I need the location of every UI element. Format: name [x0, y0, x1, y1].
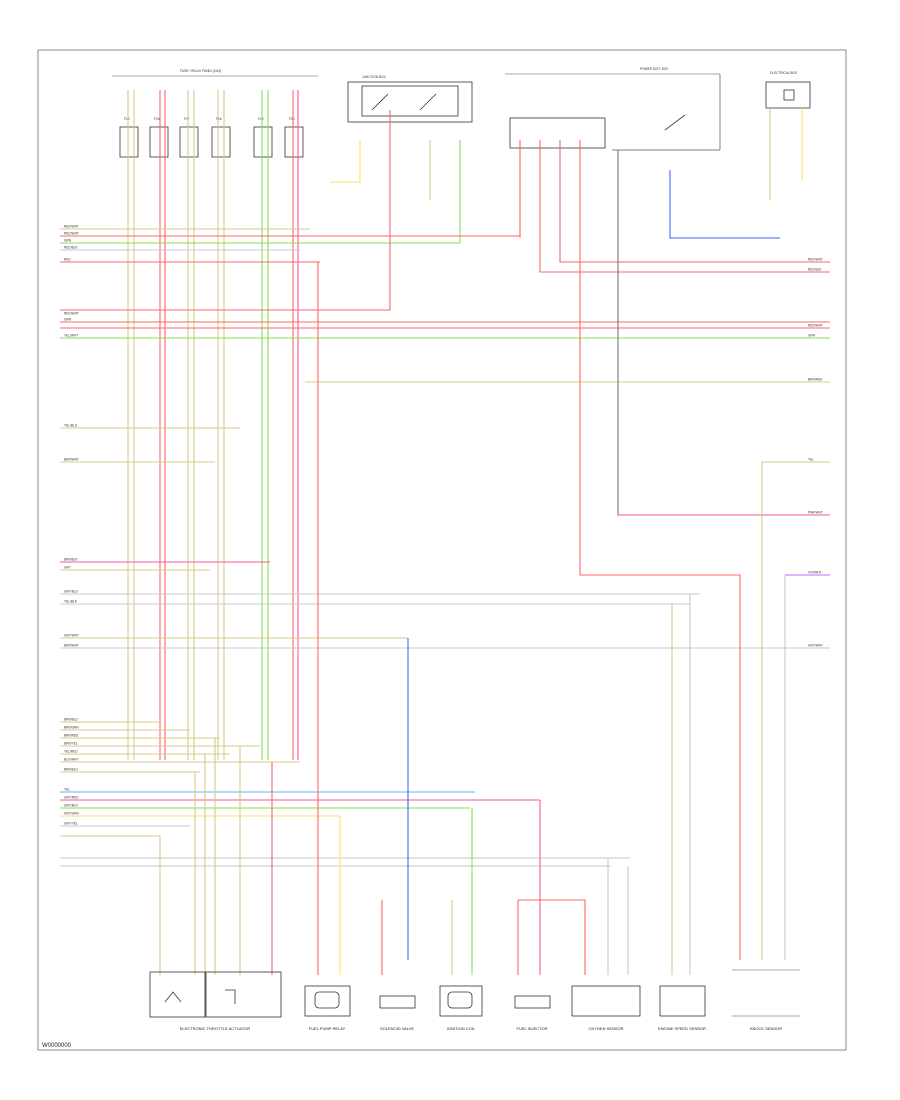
fuse-label: F15 — [124, 117, 130, 121]
right-wire-labels: RED/WHT RED/BLK RED/WHT GRN BRN/RED YEL PNK/WH… — [808, 258, 823, 648]
right-wire-label: GRN — [808, 334, 816, 338]
pdb-wire-d — [579, 140, 741, 960]
header-fuse-relay-panel: FUSE / RELAY PANEL (D43) — [180, 69, 221, 73]
left-wire-label: YEL/RED — [64, 750, 78, 754]
ignition-coil-label: IGNITION COIL — [447, 1026, 476, 1031]
fuse-label: F18 — [216, 117, 222, 121]
fuse-label: F17 — [184, 117, 190, 121]
left-wire-label: GRN — [64, 239, 72, 243]
pdb-wire-b — [539, 140, 830, 273]
blue-wire — [669, 170, 780, 239]
left-wire-label: GRY/BLK — [64, 804, 79, 808]
fuse-group — [119, 126, 304, 158]
oxygen-sensor-label: OXYGEN SENSOR — [588, 1026, 623, 1031]
header-electrical-box: ELECTRICAL BOX — [770, 71, 798, 75]
knock-sensor-label: KNOCK SENSOR — [750, 1026, 782, 1031]
header-junction-box: JUNCTION BOX — [362, 75, 387, 79]
right-wire-label: BRN/RED — [808, 378, 823, 382]
left-wire-label: BRN/GRN — [64, 726, 79, 730]
left-wire-label: YEL — [64, 788, 70, 792]
component-oxygen-sensor: OXYGEN SENSOR — [571, 985, 641, 1031]
left-wire-label: BRN/WHT — [64, 458, 79, 462]
fuel-pump-label: FUEL PUMP RELAY — [309, 1026, 346, 1031]
injector-label: FUEL INJECTOR — [516, 1026, 547, 1031]
header-power-dist-box: POWER DIST. BOX — [640, 67, 669, 71]
power-dist-box — [509, 117, 606, 149]
component-injector: FUEL INJECTOR — [514, 995, 551, 1031]
left-wire-label: BRN/RED — [64, 734, 79, 738]
right-wire-label: PNK/WHT — [808, 511, 823, 515]
pdb-wire-e — [617, 150, 830, 516]
left-wire-label: GRY/WHT — [64, 634, 79, 638]
component-solenoid-valve: SOLENOID VALVE — [379, 995, 416, 1031]
solenoid-valve-label: SOLENOID VALVE — [380, 1026, 414, 1031]
left-wire-label: RED/BLK — [64, 246, 79, 250]
component-ignition-coil: IGNITION COIL — [439, 985, 483, 1031]
left-wire-label: GRY — [64, 566, 72, 570]
left-wire-label: YEL/WHT — [64, 334, 78, 338]
left-wire-label: BRN/BLK — [64, 558, 79, 562]
component-engine-speed: ENGINE SPEED SENSOR — [658, 985, 706, 1031]
component-fuel-pump: FUEL PUMP RELAY — [304, 985, 351, 1031]
right-wire-label: GRY/WHT — [808, 644, 823, 648]
component-throttle: ELECTRONIC THROTTLE ACTUATOR — [149, 971, 282, 1031]
right-wire-label: YEL — [808, 458, 814, 462]
left-wire-label: BRN/BLU — [64, 718, 79, 722]
left-wire-label: GRY/GRN — [64, 812, 80, 816]
left-wire-label: YEL/BLU — [64, 424, 78, 428]
left-wire-label: YEL/BLK — [64, 600, 78, 604]
electrical-box — [765, 81, 811, 109]
left-wire-labels: RED/WHT RED/WHT GRN RED/BLK RED RED/WHT GRN YEL… — [64, 225, 80, 826]
fuse-label: F20 — [289, 117, 295, 121]
right-wire-label: RED/BLK — [808, 268, 823, 272]
left-wire-label: GRN — [64, 318, 72, 322]
footer-code: W0000000 — [42, 1043, 72, 1049]
pdb-wire-c — [559, 140, 830, 263]
fuse-label: F19 — [258, 117, 264, 121]
left-wire-label: BRN/YEL — [64, 742, 78, 746]
diagram-frame — [37, 49, 847, 1051]
throttle-label: ELECTRONIC THROTTLE ACTUATOR — [180, 1026, 251, 1031]
right-wire-label: RED/WHT — [808, 258, 823, 262]
left-wire-label: BLU/WHT — [64, 758, 78, 762]
left-wire-label: RED/WHT — [64, 312, 79, 316]
right-wire-label: VIO/WHT — [808, 571, 822, 575]
left-wire-label: RED/WHT — [64, 225, 79, 229]
left-wire-label: BRN/BLU — [64, 768, 79, 772]
left-wire-label: GRY/YEL — [64, 822, 78, 826]
jb-red-wire — [60, 110, 391, 311]
component-knock-sensor: KNOCK SENSOR — [732, 969, 800, 1031]
junction-box-relay — [347, 81, 473, 123]
injector-feed — [518, 899, 586, 975]
left-wire-label: GRY/BLU — [64, 590, 79, 594]
fuse-label: F16 — [154, 117, 160, 121]
left-wire-label: GRY/RED — [64, 796, 79, 800]
jb-yel-wire — [330, 140, 361, 183]
wire-group — [60, 90, 830, 975]
engine-speed-label: ENGINE SPEED SENSOR — [658, 1026, 706, 1031]
left-wire-label: RED/WHT — [64, 232, 79, 236]
left-wire-label: RED — [64, 258, 71, 262]
right-wire-label: RED/WHT — [808, 324, 823, 328]
left-wire-label: BRN/WHT — [64, 644, 79, 648]
